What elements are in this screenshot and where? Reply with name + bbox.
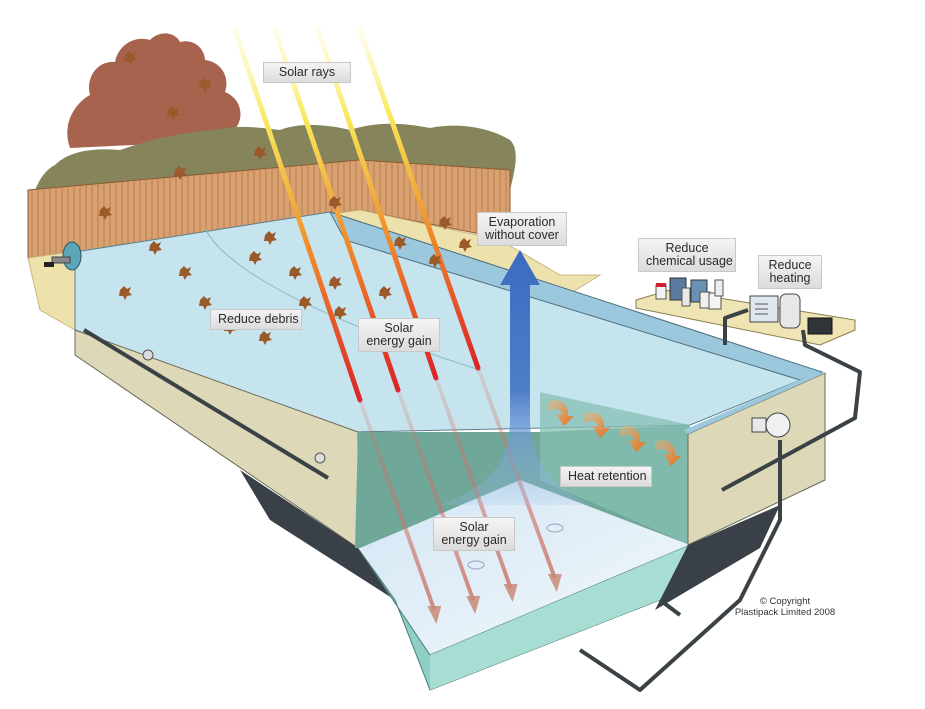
soil-right xyxy=(655,505,780,610)
leaf xyxy=(289,266,302,280)
label-text: Reduce xyxy=(768,258,812,272)
copyright-line: © Copyright xyxy=(759,596,811,607)
leaf xyxy=(264,231,277,245)
wall-pipe-left xyxy=(82,328,330,480)
label-reduce-chemical: Reduce chemical usage xyxy=(638,238,736,272)
leaf xyxy=(429,254,442,268)
cover-reel xyxy=(44,241,82,271)
wall-fitting xyxy=(314,452,326,464)
label-text: energy gain xyxy=(441,533,507,547)
solar-ray-underwater xyxy=(434,377,513,589)
leaf xyxy=(149,241,162,255)
copyright-line: Plastipack Limited 2008 xyxy=(734,607,836,618)
leaf xyxy=(439,216,452,230)
leaf xyxy=(299,296,312,310)
skimmer xyxy=(751,412,791,438)
label-solar-gain-bottom: Solar energy gain xyxy=(433,517,515,551)
leaf xyxy=(254,146,267,160)
heat-retention-arrows xyxy=(548,399,681,466)
solar-ray-underwater xyxy=(396,389,476,601)
leaf xyxy=(199,78,212,92)
heat-arrow xyxy=(584,411,610,438)
label-reduce-heating: Reduce heating xyxy=(758,255,822,289)
arrow-head xyxy=(466,596,481,614)
label-text: Reduce debris xyxy=(218,312,299,326)
label-text: heating xyxy=(769,271,811,285)
label-text: energy gain xyxy=(366,334,432,348)
copyright-notice: © Copyright Plastipack Limited 2008 xyxy=(722,596,848,618)
heat-arrow xyxy=(548,399,574,426)
leaf xyxy=(379,286,392,300)
label-text: without cover xyxy=(485,228,559,242)
solar-ray-underwater xyxy=(358,399,437,611)
label-text: Solar xyxy=(384,321,414,335)
label-text: Reduce xyxy=(665,241,709,255)
heat-arrow xyxy=(655,439,681,466)
leaf xyxy=(329,276,342,290)
label-text: Solar rays xyxy=(278,65,336,79)
label-text: chemical usage xyxy=(646,254,733,268)
leaf xyxy=(249,251,262,265)
water-front-top xyxy=(430,545,690,690)
label-text: Solar xyxy=(459,520,489,534)
leaf xyxy=(334,306,347,320)
label-solar-gain-top: Solar energy gain xyxy=(358,318,440,352)
soil-left xyxy=(240,470,395,600)
label-evaporation: Evaporation without cover xyxy=(477,212,567,246)
leaf xyxy=(124,51,137,65)
leaf xyxy=(99,206,112,220)
arrow-head xyxy=(547,574,562,592)
leaf xyxy=(459,238,472,252)
leaf xyxy=(329,196,342,210)
leaf xyxy=(179,266,192,280)
heat-arrow xyxy=(620,425,646,452)
label-text: Heat retention xyxy=(568,469,647,483)
arrow-head xyxy=(503,584,518,602)
leaf xyxy=(199,296,212,310)
plumbing-pipes xyxy=(578,308,862,692)
leaf xyxy=(119,286,132,300)
floor-drain xyxy=(467,560,485,570)
label-reduce-debris: Reduce debris xyxy=(210,309,302,330)
label-heat-retention: Heat retention xyxy=(560,466,652,487)
leaf xyxy=(174,166,187,180)
chemical-containers xyxy=(655,277,724,310)
solar-ray xyxy=(232,27,363,403)
label-solar-rays: Solar rays xyxy=(263,62,351,83)
wall-fitting xyxy=(142,349,154,361)
label-text: Evaporation xyxy=(488,215,556,229)
wall-right-top xyxy=(684,372,825,434)
floor-drain xyxy=(546,523,564,533)
arrow-head xyxy=(427,606,442,624)
leaf xyxy=(259,331,272,345)
leaf xyxy=(394,236,407,250)
evaporation-arrow xyxy=(440,250,590,505)
heater-equipment xyxy=(749,293,833,335)
tree xyxy=(67,33,241,148)
leaf xyxy=(167,106,180,120)
solar-ray xyxy=(357,27,481,371)
